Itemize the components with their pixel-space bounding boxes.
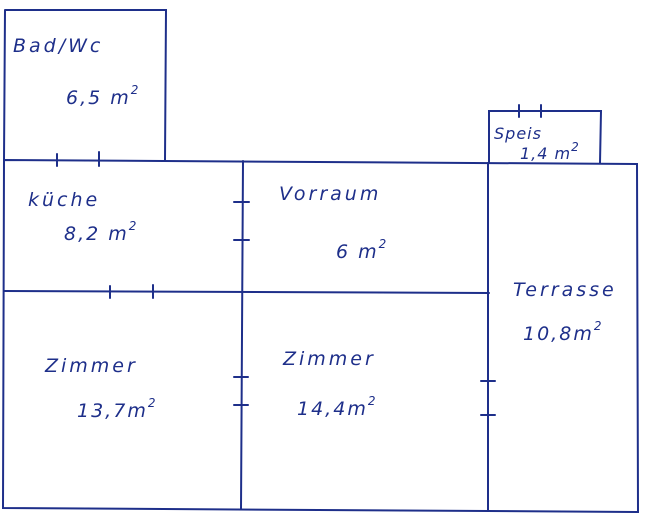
walls bbox=[1, 9, 640, 514]
room-area-zimmer-left: 13,7m2 bbox=[77, 396, 157, 422]
room-name-terrasse: Terrasse bbox=[513, 279, 617, 301]
room-area-kueche: 8,2 m2 bbox=[64, 219, 138, 245]
room-area-vorraum: 6 m2 bbox=[336, 237, 388, 263]
room-name-kueche: küche bbox=[28, 189, 100, 211]
wall-center-vertical bbox=[240, 160, 244, 510]
wall-speis bbox=[488, 110, 603, 164]
wall-middle-horizontal bbox=[3, 290, 490, 294]
wall-outer bbox=[1, 158, 640, 514]
room-area-speis: 1,4 m2 bbox=[520, 140, 580, 163]
room-name-zimmer-left: Zimmer bbox=[44, 355, 138, 377]
wall-bad bbox=[3, 9, 168, 161]
room-labels: Bad/Wc 6,5 m2 Speis 1,4 m2 küche 8,2 m2 … bbox=[13, 35, 617, 422]
room-area-zimmer-right: 14,4m2 bbox=[297, 394, 377, 420]
room-area-bad: 6,5 m2 bbox=[66, 83, 140, 109]
door-markers bbox=[56, 104, 542, 416]
room-name-bad: Bad/Wc bbox=[13, 35, 103, 57]
room-name-vorraum: Vorraum bbox=[279, 183, 381, 205]
room-area-terrasse: 10,8m2 bbox=[523, 319, 603, 345]
room-name-zimmer-right: Zimmer bbox=[282, 348, 376, 370]
room-name-speis: Speis bbox=[494, 124, 542, 143]
